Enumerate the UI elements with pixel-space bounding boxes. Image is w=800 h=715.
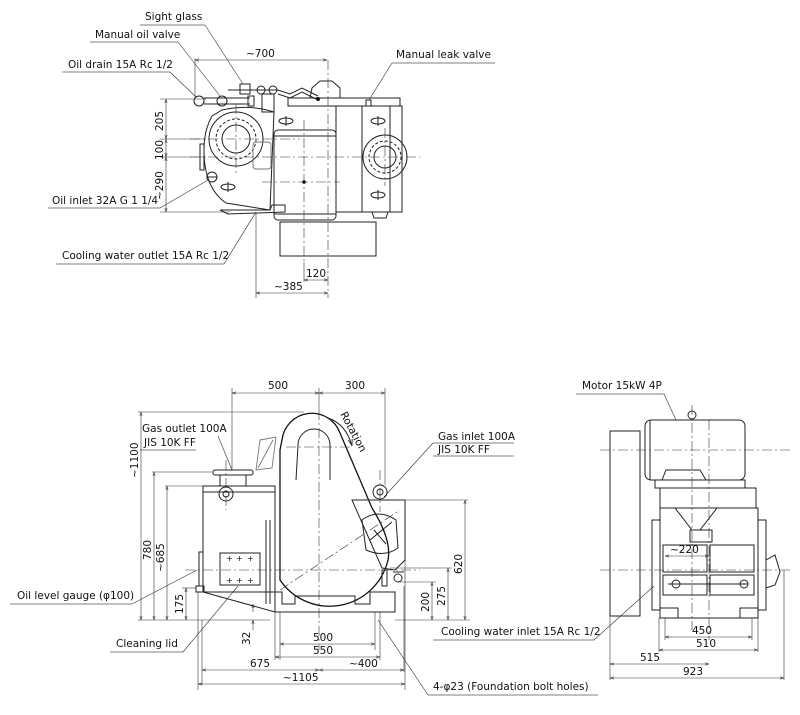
svg-text:+: + [236, 554, 243, 563]
svg-text:Cleaning lid: Cleaning lid [116, 638, 178, 650]
svg-text:+: + [226, 554, 233, 563]
svg-text:JIS 10K FF: JIS 10K FF [437, 444, 490, 456]
label-oil-drain: Oil drain 15A Rc 1/2 [62, 59, 197, 98]
lug-icon [220, 182, 236, 192]
dim-top-right: 300 [345, 380, 365, 392]
label-gas-outlet: Gas outlet 100A JIS 10K FF [140, 423, 233, 471]
cleaning-lid-bolts: +++ +++ [226, 554, 254, 585]
lug-icon [370, 116, 386, 126]
label-oil-level-gauge: Oil level gauge (φ100) [10, 569, 198, 605]
dim-outlet-distance: ~385 [274, 281, 303, 293]
dim-upper-offset: 205 [154, 111, 166, 131]
lug-icon [278, 116, 294, 126]
side-view: ~220 450 510 515 923 Motor 15kW 4P [576, 380, 790, 680]
dim-base-thickness: 32 [241, 632, 253, 645]
dim-overall-length: ~1105 [283, 672, 319, 684]
label-gas-inlet: Gas inlet 100A JIS 10K FF [383, 431, 516, 498]
dim-overall-width: ~700 [246, 48, 275, 60]
svg-text:Gas inlet 100A: Gas inlet 100A [438, 431, 516, 443]
label-sight-glass: Sight glass [140, 11, 244, 85]
dim-side-bolt-span-inner: 450 [692, 625, 712, 637]
dim-top-left: 500 [268, 380, 288, 392]
dim-bolt-span-outer: 550 [313, 645, 333, 657]
dim-flange-offset: 100 [154, 140, 166, 160]
manual-leak-valve-icon [365, 99, 372, 107]
lug-icon [370, 190, 386, 200]
dim-overall-height: ~1100 [129, 442, 141, 478]
svg-text:Manual leak valve: Manual leak valve [396, 49, 491, 61]
dim-water-inlet-height: 200 [420, 592, 432, 612]
label-foundation-bolts: 4-φ23 (Foundation bolt holes) [377, 619, 598, 696]
svg-text:Oil inlet 32A G 1 1/4: Oil inlet 32A G 1 1/4 [52, 195, 158, 207]
dim-gauge-height: 175 [174, 594, 186, 614]
svg-text:JIS 10K FF: JIS 10K FF [143, 437, 196, 449]
dim-side-overall-width: 923 [683, 666, 703, 678]
svg-text:Cooling water inlet 15A Rc 1/2: Cooling water inlet 15A Rc 1/2 [441, 626, 601, 638]
dim-outlet-height: 780 [142, 540, 154, 560]
dim-side-left-extent: 515 [640, 652, 660, 664]
dim-lower-offset: ~290 [154, 171, 166, 200]
front-view: +++ +++ [10, 380, 655, 696]
label-oil-inlet: Oil inlet 32A G 1 1/4 [48, 179, 209, 209]
svg-text:Manual oil valve: Manual oil valve [95, 29, 180, 41]
label-cooling-water-inlet: Cooling water inlet 15A Rc 1/2 [433, 585, 655, 641]
svg-text:Motor 15kW 4P: Motor 15kW 4P [582, 380, 662, 392]
svg-text:Sight glass: Sight glass [145, 11, 202, 23]
svg-text:Oil drain 15A Rc 1/2: Oil drain 15A Rc 1/2 [68, 59, 173, 71]
dim-bolt-span-inner: 500 [313, 632, 333, 644]
svg-text:Gas outlet 100A: Gas outlet 100A [142, 423, 227, 435]
dim-side-bolt-span-outer: 510 [696, 638, 716, 650]
dim-left-extent: 675 [250, 658, 270, 670]
svg-text:+: + [247, 576, 254, 585]
dim-shaft-offset: 120 [306, 268, 326, 280]
label-manual-oil-valve: Manual oil valve [90, 29, 221, 97]
dim-port-offset: ~220 [670, 544, 699, 556]
oil-piping [193, 83, 320, 113]
svg-text:Oil level gauge (φ100): Oil level gauge (φ100) [17, 590, 134, 602]
label-cleaning-lid: Cleaning lid [110, 585, 239, 653]
dim-right-extent: ~400 [349, 658, 378, 670]
dim-water-height: 275 [436, 586, 448, 606]
label-cooling-water-outlet: Cooling water outlet 15A Rc 1/2 [56, 211, 257, 265]
svg-text:+: + [247, 554, 254, 563]
rotation-label: Rotation [337, 410, 368, 454]
dim-body-height: ~685 [155, 543, 167, 572]
top-view: ~700 205 100 ~290 120 ~385 Sight glass M… [48, 11, 495, 298]
dim-inlet-height: 620 [453, 554, 465, 574]
label-manual-leak-valve: Manual leak valve [368, 49, 495, 101]
label-motor: Motor 15kW 4P [576, 380, 677, 421]
svg-text:+: + [236, 576, 243, 585]
svg-text:+: + [226, 576, 233, 585]
svg-text:4-φ23 (Foundation bolt holes: 4-φ23 (Foundation bolt holes) [433, 681, 589, 693]
svg-text:Cooling water outlet 15A Rc 1/: Cooling water outlet 15A Rc 1/2 [62, 250, 229, 262]
sight-glass-icon [239, 83, 251, 95]
